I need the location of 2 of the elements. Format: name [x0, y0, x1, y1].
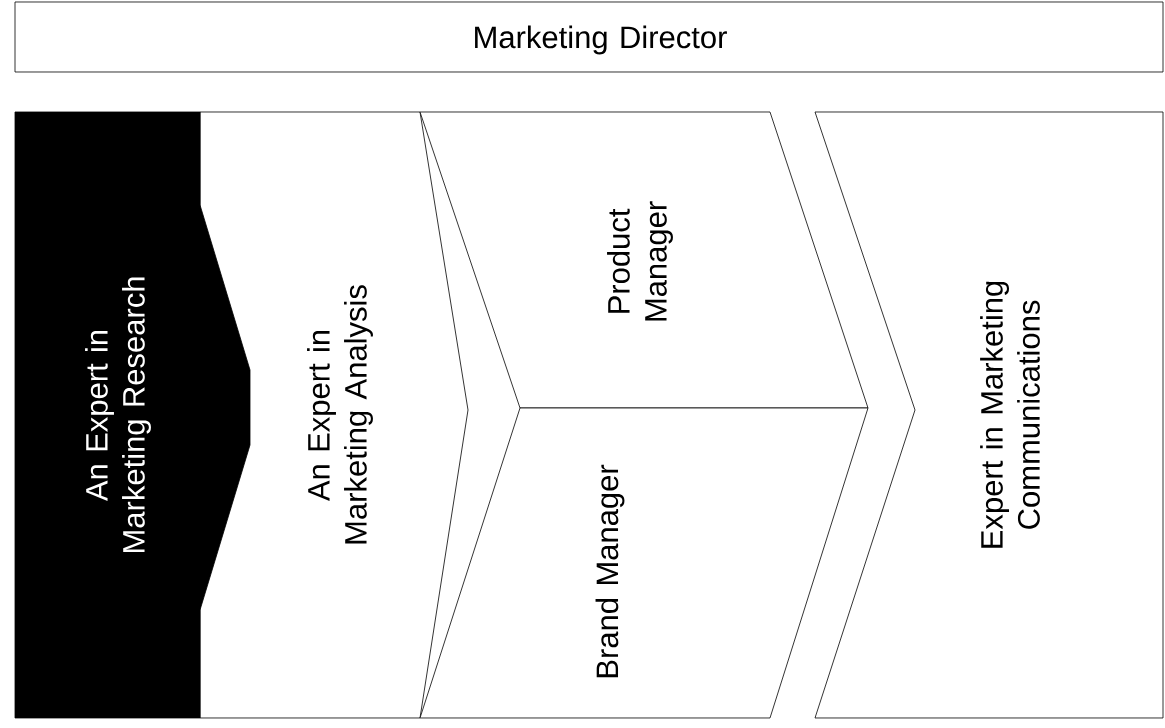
title-box: Marketing Director	[14, 1, 1164, 73]
node-label: Brand Manager	[595, 464, 625, 678]
